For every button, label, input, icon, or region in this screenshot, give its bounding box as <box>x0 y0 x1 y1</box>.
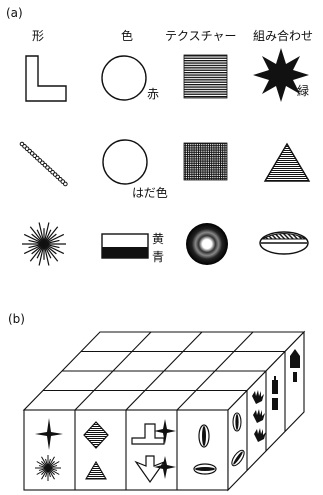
shape-dotted-chain <box>20 142 67 186</box>
chain-dot <box>64 182 68 186</box>
ellipse-combination <box>260 232 308 254</box>
texture-crosshatch <box>184 143 227 180</box>
texture-radial-gradient <box>186 223 228 265</box>
rect-yellow-blue <box>102 234 148 258</box>
triangle-striped <box>265 144 309 181</box>
shape-starburst <box>22 223 66 266</box>
circle-skin-color <box>103 140 147 184</box>
shape-t-block <box>26 56 66 101</box>
circle-red <box>102 56 146 100</box>
building-icons <box>272 376 278 410</box>
texture-horizontal-stripes <box>184 55 227 98</box>
star-green <box>253 48 309 102</box>
